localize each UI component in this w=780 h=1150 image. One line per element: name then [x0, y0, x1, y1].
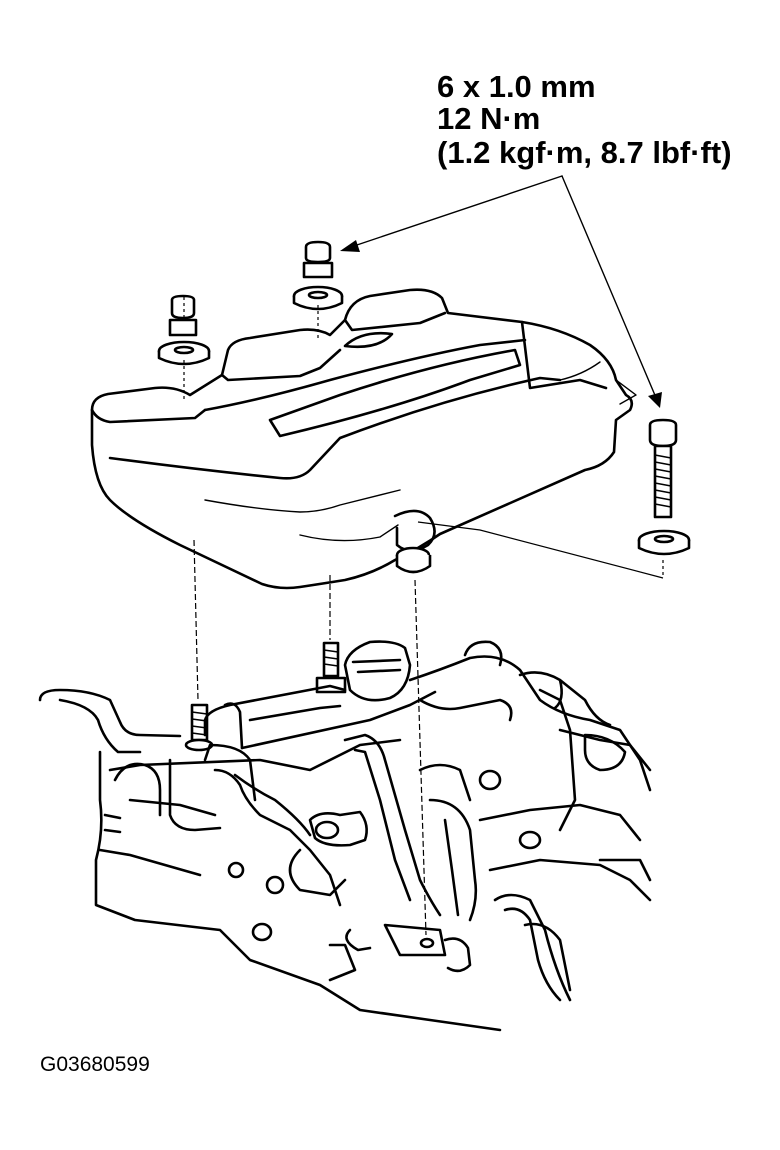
fastener-size-label: 6 x 1.0 mm: [437, 69, 596, 104]
alignment-lines: [183, 296, 664, 936]
torque-nm-label: 12 N·m: [437, 101, 541, 136]
washer-icon: [637, 529, 691, 556]
stud-icon: [184, 703, 214, 752]
cap-nut-icon: [302, 240, 334, 279]
bolt-icon: [648, 418, 678, 519]
washer-icon: [292, 285, 344, 311]
engine-icon: [38, 640, 652, 1032]
stud-icon: [315, 641, 347, 694]
cap-nut-icon: [168, 294, 198, 337]
callout-arrows: [340, 175, 662, 408]
washer-icon: [157, 340, 211, 366]
figure-id-label: G03680599: [40, 1053, 150, 1076]
torque-converted-label: (1.2 kgf·m, 8.7 lbf·ft): [437, 135, 732, 170]
cover-icon: [90, 288, 637, 590]
